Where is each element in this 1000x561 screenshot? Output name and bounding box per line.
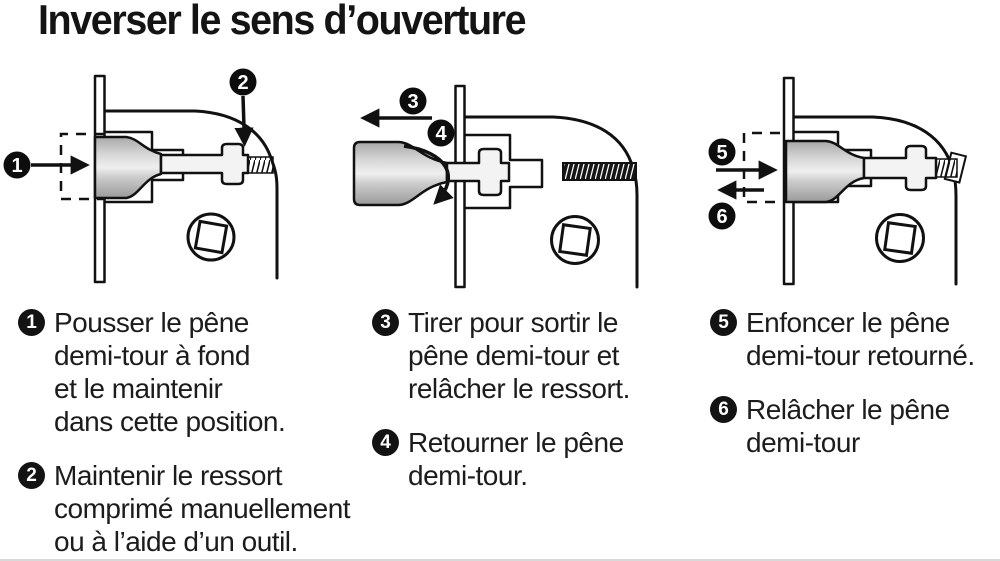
spindle-square-icon [193,219,229,255]
spring-icon [935,158,958,178]
step-3: 3 Tirer pour sortir le pêne demi-tour et… [372,306,702,405]
callout-4-number: 4 [435,123,447,145]
lock-case-outline [463,115,639,289]
diagram-reinsert: 5 6 [708,76,968,286]
diagram-push-latch: 1 2 [3,68,279,284]
step-5: 5 Enfoncer le pêne demi-tour retourné. [710,306,996,372]
rotate-arrow-icon [403,144,454,205]
step-5-badge: 5 [710,309,737,336]
hold-spring-arrow-icon [234,95,254,147]
step-1: 1 Pousser le pêne demi-tour à fond et le… [18,306,370,438]
callout-4-badge [427,119,455,147]
step-6-badge: 6 [710,396,737,423]
callout-1-number: 1 [11,155,22,177]
callout-3-badge [399,87,427,115]
compressed-spring-icon [562,162,637,181]
step-2-badge: 2 [18,462,45,489]
spindle-hole-icon [875,213,925,263]
latch-shaft-cross [445,147,511,197]
latch-housing-outline [465,133,544,210]
step-2-text: Maintenir le ressort comprimé manuelleme… [54,460,351,557]
spindle-hole-icon [550,215,600,265]
step-4-badge: 4 [372,429,399,456]
callout-2-number: 2 [237,72,248,94]
step-4: 4 Retourner le pêne demi-tour. [372,426,702,492]
latch-shaft-cross [862,144,938,192]
step-5-text: Enfoncer le pêne demi-tour retourné. [746,307,975,371]
steps-column-1: 1 Pousser le pêne demi-tour à fond et le… [18,306,370,561]
latch-bolt-head [352,140,449,207]
spring-icon [247,156,274,174]
step-6-text: Relâcher le pêne demi-tour [746,394,950,458]
spindle-hole-icon [186,212,236,262]
faceplate [454,84,466,289]
step-3-badge: 3 [372,309,399,336]
callout-5-badge [708,138,736,166]
callout-1-badge [3,151,31,179]
steps-column-3: 5 Enfoncer le pêne demi-tour retourné. 6… [710,306,996,480]
spindle-square-icon [883,221,917,255]
latch-diagrams: 1 2 3 4 [3,68,968,289]
steps-column-2: 3 Tirer pour sortir le pêne demi-tour et… [372,306,702,513]
step-1-badge: 1 [18,309,45,336]
diagram-pull-rotate: 3 4 [352,84,639,289]
callout-3-number: 3 [407,91,418,113]
callout-5-number: 5 [716,142,727,164]
callout-6-number: 6 [716,206,727,228]
step-4-text: Retourner le pêne demi-tour. [408,427,624,491]
scan-bottom-edge [0,559,1000,561]
spindle-square-icon [558,223,592,257]
page-title: Inverser le sens d’ouverture [38,0,527,43]
step-3-text: Tirer pour sortir le pêne demi-tour et r… [408,307,630,404]
callout-2-badge [229,68,257,96]
step-6: 6 Relâcher le pêne demi-tour [710,393,996,459]
latch-ghost-outline [742,131,784,204]
step-1-text: Pousser le pêne demi-tour à fond et le m… [54,307,286,437]
callout-6-badge [708,202,736,230]
step-2: 2 Maintenir le ressort comprimé manuelle… [18,459,370,558]
